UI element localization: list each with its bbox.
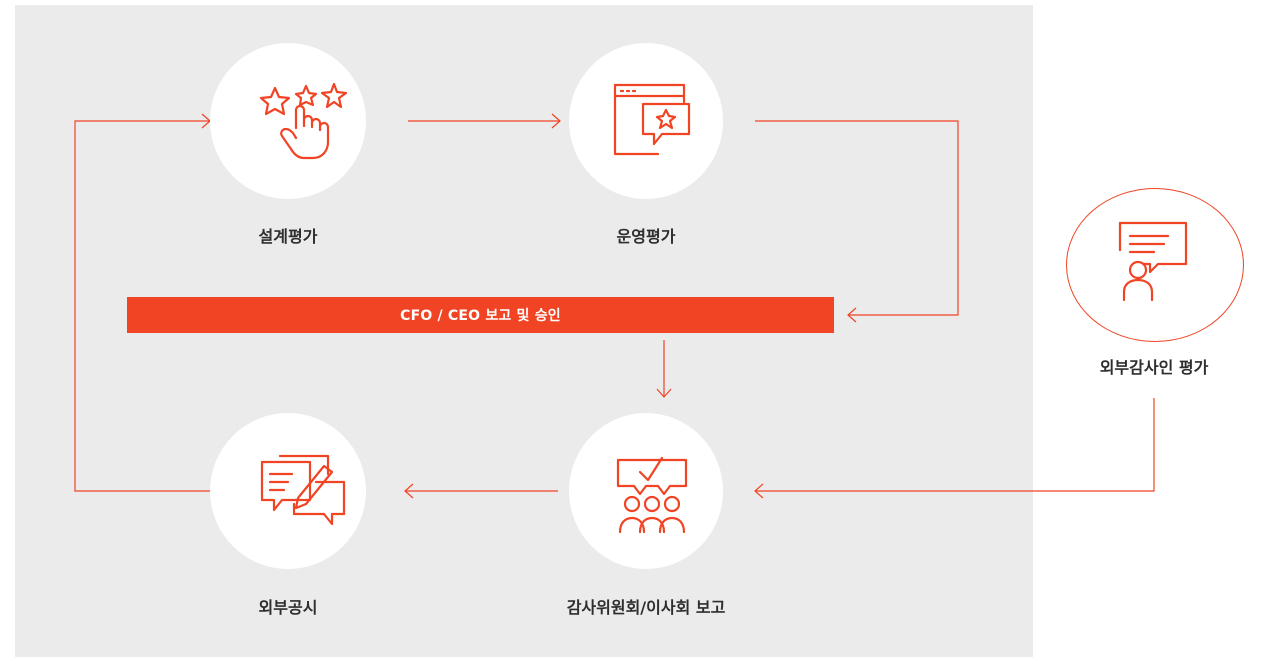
operation-eval-circle — [569, 43, 723, 199]
disclosure-label: 외부공시 — [258, 598, 318, 617]
browser-star-chat-icon — [613, 83, 691, 156]
approval-bar-label: CFO / CEO 보고 및 승인 — [400, 308, 561, 324]
design-eval-circle — [210, 43, 366, 199]
arrow-operation-to-approval — [755, 120, 959, 323]
arrow-auditor-to-audit — [754, 398, 1155, 499]
audit-report-label: 감사위원회/이사회 보고 — [566, 598, 726, 617]
cfo-ceo-approval-bar: CFO / CEO 보고 및 승인 — [127, 297, 834, 333]
document-edit-chat-icon — [260, 454, 346, 526]
arrow-design-to-operation — [408, 113, 561, 129]
disclosure-circle — [210, 413, 366, 569]
arrow-approval-to-audit — [656, 340, 672, 398]
arrow-audit-to-disclosure — [404, 483, 558, 499]
team-approval-icon — [616, 456, 688, 534]
presenter-chat-icon — [1118, 221, 1188, 302]
design-eval-label: 설계평가 — [258, 227, 318, 246]
rating-stars-hand-icon — [259, 82, 348, 160]
external-auditor-circle — [1066, 188, 1244, 342]
operation-eval-label: 운영평가 — [616, 227, 676, 246]
external-auditor-label: 외부감사인 평가 — [1099, 358, 1209, 377]
audit-report-circle — [569, 413, 723, 569]
